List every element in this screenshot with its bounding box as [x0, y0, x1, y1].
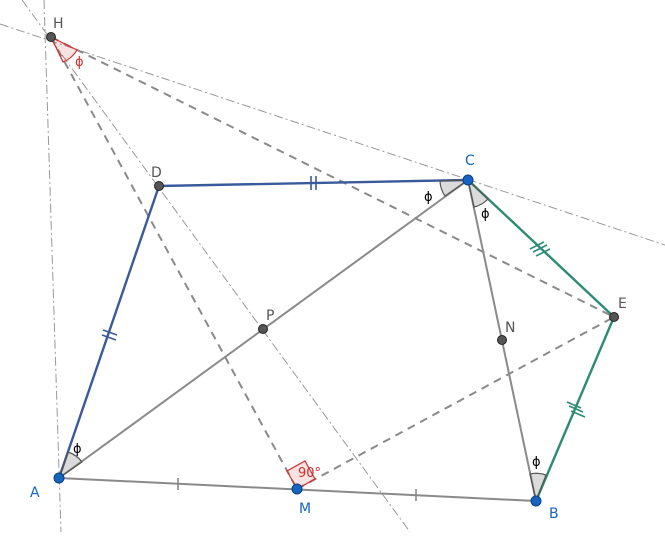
angle-label-c-right: ϕ [481, 207, 490, 222]
point-labels: H D C E N P A M B [30, 16, 627, 522]
point-a[interactable] [53, 472, 65, 484]
point-d[interactable] [154, 181, 164, 191]
label-p: P [266, 308, 274, 324]
tick-dc [310, 176, 317, 190]
angle-a-arc [57, 451, 83, 480]
label-d: D [151, 165, 162, 181]
angle-label-c-left: ϕ [424, 190, 433, 205]
green-segments [467, 179, 616, 502]
point-e[interactable] [609, 312, 619, 322]
dashed-segments [50, 36, 615, 490]
label-a: A [30, 485, 40, 501]
label-b: B [549, 506, 559, 522]
line-ha-extended [43, 0, 62, 533]
line-hd-extended [21, 0, 411, 533]
right-angle-m [286, 460, 316, 490]
label-h: H [53, 16, 64, 32]
label-e: E [618, 296, 627, 312]
segment-me [296, 316, 615, 490]
tick-ad [101, 329, 118, 341]
tick-eb [566, 401, 586, 418]
label-m: M [299, 501, 311, 517]
angle-h-arc [49, 35, 78, 63]
tick-marks [101, 176, 586, 501]
angle-c-left-arc [439, 179, 471, 197]
segment-he [50, 36, 615, 318]
point-p[interactable] [258, 324, 268, 334]
label-n: N [505, 320, 515, 336]
angle-b-arc [529, 472, 547, 504]
point-h[interactable] [46, 32, 56, 42]
angle-c-right-arc [466, 178, 489, 208]
segment-dc [158, 178, 469, 188]
angle-label-b: ϕ [532, 455, 541, 470]
point-m[interactable] [291, 483, 303, 495]
angle-label-a: ϕ [73, 442, 82, 457]
gray-segments [58, 179, 537, 502]
angle-label-h: ϕ [75, 55, 84, 70]
angle-labels: ϕ ϕ ϕ ϕ ϕ 90° [73, 55, 541, 481]
segment-hm [50, 36, 298, 490]
points [46, 32, 619, 507]
point-b[interactable] [530, 495, 542, 507]
point-n[interactable] [497, 335, 507, 345]
line-hc-extended [0, 23, 665, 246]
point-c[interactable] [462, 174, 474, 186]
angle-markers [49, 35, 547, 504]
tick-ce [529, 241, 551, 257]
label-c: C [465, 153, 475, 169]
angle-label-m: 90° [298, 466, 321, 481]
